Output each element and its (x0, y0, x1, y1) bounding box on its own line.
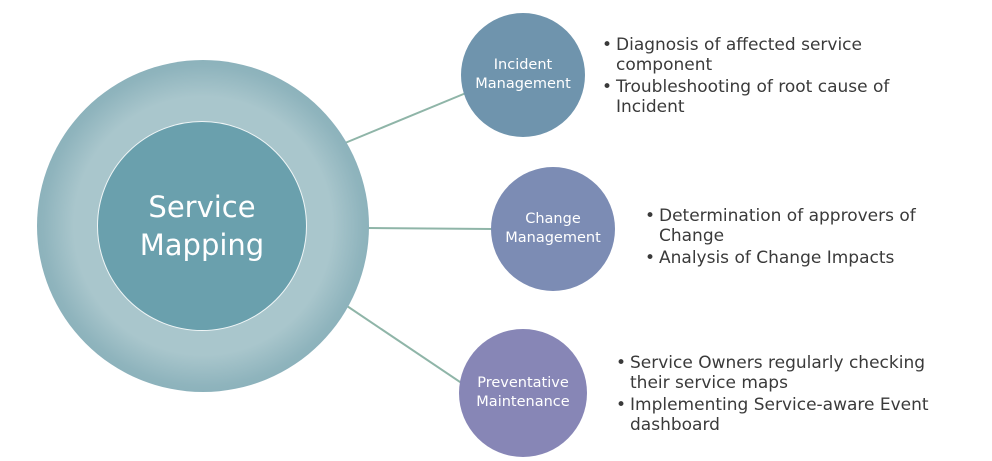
connector-incident (344, 92, 467, 144)
connector-preventative (346, 305, 464, 385)
node-label: Preventative (477, 375, 569, 391)
change-bullets: Determination of approvers of Change Ana… (645, 206, 945, 270)
bullet-item: Service Owners regularly checking their … (616, 353, 956, 393)
node-label: Management (505, 230, 601, 246)
bullet-item: Determination of approvers of Change (645, 206, 945, 246)
incident-bullets: Diagnosis of affected service component … (602, 35, 922, 119)
bullet-item: Analysis of Change Impacts (645, 248, 945, 268)
node-label: Management (475, 76, 571, 92)
hub-title-line2: Mapping (139, 228, 265, 262)
preventative-bullets: Service Owners regularly checking their … (616, 353, 956, 437)
node-label: Change (525, 211, 581, 227)
hub-title-line1: Service (148, 190, 256, 224)
bullet-item: Implementing Service-aware Event dashboa… (616, 395, 956, 435)
connector-change (367, 227, 493, 230)
bullet-item: Troubleshooting of root cause of Inciden… (602, 77, 922, 117)
bullet-item: Diagnosis of affected service component (602, 35, 922, 75)
node-label: Incident (493, 57, 553, 73)
node-label: Maintenance (476, 394, 570, 410)
